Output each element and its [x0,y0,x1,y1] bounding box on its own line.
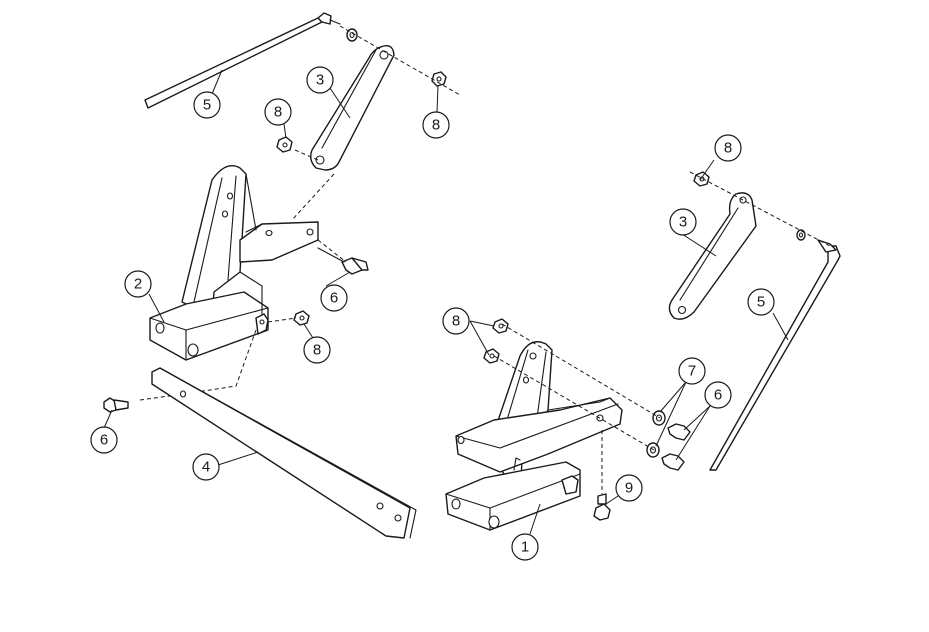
bracket-part-2 [149,165,319,361]
nut-right-top [693,171,710,187]
dash-axis-right-mid-2 [493,355,655,451]
callout-2: 2 [124,270,152,298]
dash-arm-to-bracket [291,149,335,221]
callout-8-right-mid-label: 8 [452,313,460,330]
callout-3-top-label: 3 [316,72,324,89]
callout-1: 1 [511,533,539,561]
callout-7-label: 7 [688,363,696,380]
callout-8-top-left-label: 8 [274,104,282,121]
dash-nut-left-mid [267,317,297,323]
callout-1-label: 1 [521,539,529,556]
dash-axis-right-top [689,171,831,247]
bolt-left-mid [317,247,369,275]
callout-7: 7 [678,357,706,385]
callout-5-right: 5 [747,288,775,316]
callout-8-top-left: 8 [264,98,292,126]
callout-6-right: 6 [704,381,732,409]
leader-lines [103,69,789,535]
nut-top-right [431,71,447,87]
dash-axis-top [339,25,461,96]
nut-left-mid [293,310,310,326]
bracket-part-1 [445,341,623,531]
callout-4-label: 4 [202,459,210,476]
callout-5-top-label: 5 [203,97,211,114]
dash-bolt-left-mid [317,239,347,263]
arm-part-3-right [668,192,757,320]
rod-part-5-top [144,12,341,109]
callout-8-right-top: 8 [714,134,742,162]
callout-8-right-mid: 8 [442,307,470,335]
callout-8-left-mid: 8 [303,336,331,364]
callout-6-left-mid-label: 6 [330,290,338,307]
callout-6-left-mid: 6 [320,284,348,312]
callout-3-right-label: 3 [679,214,687,231]
callout-2-label: 2 [134,276,142,293]
washer-right [796,229,806,241]
callout-6-right-label: 6 [714,387,722,404]
bolt-left-low [103,397,129,413]
washer-top [346,28,358,42]
callout-5-top: 5 [193,91,221,119]
callout-5-right-label: 5 [757,294,765,311]
callout-9-label: 9 [625,480,633,497]
bar-part-4 [151,367,417,539]
washers-right [646,410,666,458]
bolts-right [661,423,691,471]
callout-8-right-top-label: 8 [724,140,732,157]
callout-8-left-mid-label: 8 [313,342,321,359]
callout-4: 4 [192,453,220,481]
callout-3-right: 3 [669,208,697,236]
callout-6-left-low: 6 [90,426,118,454]
bolt-part-9 [593,493,611,521]
callout-9: 9 [615,474,643,502]
arm-part-3-top [309,45,395,171]
nut-top-left [276,136,293,153]
callout-8-top-right: 8 [422,111,450,139]
dash-axis-right-mid-1 [501,323,661,419]
callout-8-top-right-label: 8 [432,117,440,134]
rod-part-5-right [709,239,841,471]
callout-3-top: 3 [306,66,334,94]
callout-6-left-low-label: 6 [100,432,108,449]
